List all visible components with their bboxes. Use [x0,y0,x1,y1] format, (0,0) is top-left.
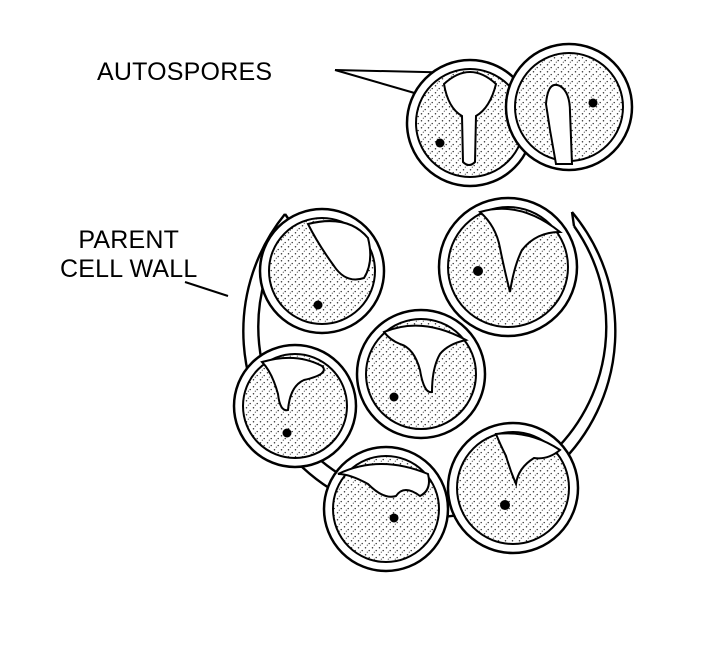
leader-autospores-left [334,69,419,95]
parent-cell-wall-label-line1: PARENT [78,226,180,254]
autospore-free-2 [504,42,634,172]
autospore-enclosed-4 [355,308,487,440]
leader-parent-wall [184,281,229,297]
autospore-enclosed-2 [437,196,579,338]
autospore-enclosed-5 [322,445,450,573]
autospore-free-1 [405,58,535,188]
autospore-enclosed-3 [232,343,358,469]
parent-cell-wall-label: PARENT CELL WALL [60,226,198,284]
autospores-label: AUTOSPORES [97,58,273,86]
autospore-enclosed-1 [258,207,386,335]
autospore-enclosed-6 [446,421,580,555]
parent-cell-wall-label-line2: CELL WALL [60,254,198,283]
